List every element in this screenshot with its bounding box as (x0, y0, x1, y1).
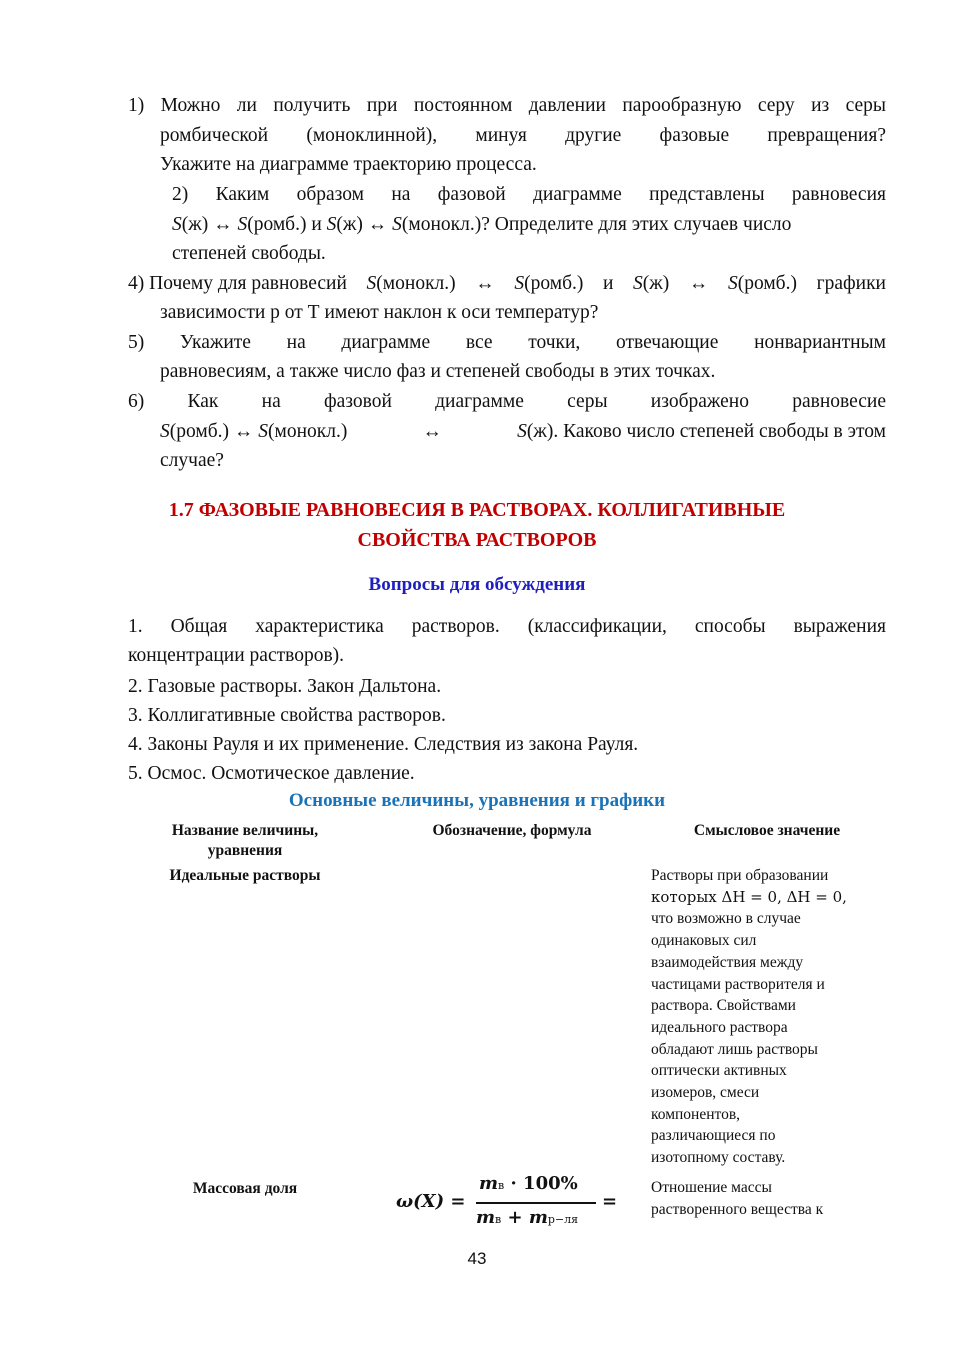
formula-trailing-equals: = (602, 1191, 618, 1212)
question-6-line-1: 6) Как на фазовой диаграмме серы изображ… (128, 391, 886, 412)
table-row-1-name: Идеальные растворы (169, 867, 321, 884)
question-5-line-1: 5) Укажите на диаграмме все точки, отвеч… (128, 331, 886, 353)
question-4-line-2: зависимости р от Т имеют наклон к оси те… (160, 302, 599, 323)
question-5: 5) Укажите на диаграмме все точки, отвеч… (128, 328, 886, 358)
formula-numerator: mв · 100% (479, 1173, 578, 1194)
sulfur-symbol: S (172, 213, 182, 235)
formula-lhs: ω(X) = (396, 1191, 466, 1212)
question-4-line-1: 4) Почему для равновесий S(монокл.) ↔ S(… (128, 272, 886, 294)
discussion-item-1: 1. Общая характеристика растворов. (клас… (128, 616, 886, 666)
question-4-cont: зависимости р от Т имеют наклон к оси те… (160, 298, 886, 328)
section-heading-line-1: 1.7 ФАЗОВЫЕ РАВНОВЕСИЯ В РАСТВОРАХ. КОЛЛ… (168, 499, 786, 521)
question-1: 1) Можно ли получить при постоянном давл… (128, 91, 886, 121)
question-2-line-2: S(ж) ↔ S(ромб.) и S(ж) ↔ S(монокл.)? Опр… (172, 213, 792, 235)
section-heading-line-2: СВОЙСТВА РАСТВОРОВ (357, 529, 597, 551)
discussion-item-3: 3. Коллигативные свойства растворов. (128, 705, 446, 726)
table-header-meaning: Смысловое значение (693, 822, 841, 839)
table-header-formula: Обозначение, формула (432, 822, 592, 839)
table-row-2-name: Массовая доля (192, 1180, 298, 1197)
question-1-cont: ромбической (моноклинной), минуя другие … (160, 121, 886, 180)
table-header-name: Название величины, уравнения (171, 822, 319, 859)
question-2-line-1: 2) Каким образом на фазовой диаграмме пр… (172, 184, 886, 205)
table-row-2-meaning: Отношение массы растворенного вещества к (651, 1179, 824, 1218)
question-1-line-1: 1) Можно ли получить при постоянном давл… (128, 95, 886, 116)
page-number: 43 (467, 1249, 487, 1268)
discussion-item-5: 5. Осмос. Осмотическое давление. (128, 763, 415, 784)
discussion-item-2: 2. Газовые растворы. Закон Дальтона. (128, 676, 442, 697)
question-5-line-2: равновесиям, а также число фаз и степене… (160, 361, 716, 382)
discussion-item-4: 4. Законы Рауля и их применение. Следств… (128, 734, 639, 755)
mass-fraction-formula: ω(X) = mв · 100% mв + mр−ля = (396, 1173, 626, 1235)
question-2-line-3: степеней свободы. (172, 243, 326, 264)
section-heading: 1.7 ФАЗОВЫЕ РАВНОВЕСИЯ В РАСТВОРАХ. КОЛЛ… (0, 495, 954, 555)
question-4: 4) Почему для равновесий S(монокл.) ↔ S(… (128, 269, 886, 299)
question-6-line-2: S(ромб.) ↔ S(монокл.) ↔ S(ж). Каково чис… (160, 420, 886, 442)
question-1-line-2: ромбической (моноклинной), минуя другие … (160, 124, 886, 146)
question-5-cont: равновесиям, а также число фаз и степене… (160, 357, 886, 387)
question-1-line-3: Укажите на диаграмме траекторию процесса… (160, 154, 537, 175)
question-2: 2) Каким образом на фазовой диаграмме пр… (172, 180, 886, 269)
fraction-bar (476, 1202, 596, 1204)
question-6-line-3: случае? (160, 450, 224, 471)
question-6: 6) Как на фазовой диаграмме серы изображ… (128, 387, 886, 417)
discussion-heading: Вопросы для обсуждения (368, 574, 586, 595)
table-heading: Основные величины, уравнения и графики (288, 790, 666, 811)
table-row-1-meaning: Растворы при образовании которых ΔH = 0,… (651, 867, 847, 1167)
formula-denominator: mв + mр−ля (476, 1207, 579, 1228)
question-6-cont: S(ромб.) ↔ S(монокл.) ↔ S(ж). Каково чис… (160, 417, 886, 476)
